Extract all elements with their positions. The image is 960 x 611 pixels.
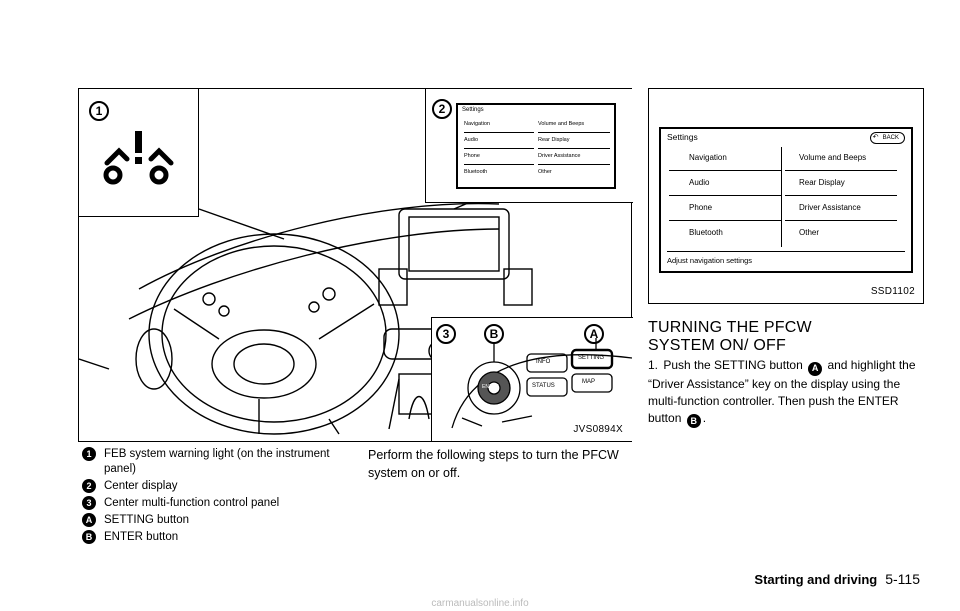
- legend-mark: 2: [82, 479, 96, 493]
- intro-paragraph: Perform the following steps to turn the …: [368, 448, 619, 480]
- callout-2: 2: [432, 99, 452, 119]
- footer-section-title: Starting and driving: [754, 572, 878, 587]
- callout-a-inline: A: [808, 361, 823, 376]
- controller-enter-label: ENTER: [482, 384, 499, 390]
- step-number: 1.: [648, 358, 659, 372]
- inset-screen-title: Settings: [462, 107, 484, 113]
- section-heading: TURNING THE PFCW SYSTEM ON/ OFF: [648, 319, 812, 354]
- inset-controller: 3 B A INFO SETTING STATUS MAP ENTER: [431, 317, 633, 441]
- inset-menu-item: Rear Display: [538, 133, 610, 149]
- callout-b-inline: B: [686, 414, 701, 428]
- figure-code: JVS0894X: [573, 424, 623, 435]
- inset-menu-item: Other: [538, 169, 552, 175]
- legend-text: Center display: [104, 480, 178, 492]
- legend-item: 3 Center multi-function control panel: [82, 496, 330, 511]
- inset-center-display: 2 Settings Navigation Audio Phone Blueto…: [425, 89, 633, 203]
- legend-mark: 1: [82, 447, 96, 461]
- legend-text: FEB system warning light (on the instrum…: [104, 448, 330, 475]
- page-footer: Starting and driving 5-115: [754, 571, 920, 589]
- back-button: ↶ BACK: [869, 132, 905, 144]
- inset-menu-item: Driver Assistance: [538, 149, 610, 165]
- callout-3: 3: [436, 324, 456, 344]
- legend-mark: 3: [82, 496, 96, 510]
- legend-text: SETTING button: [104, 514, 190, 526]
- callout-1: 1: [89, 101, 109, 121]
- legend-item: B ENTER button: [82, 530, 330, 545]
- menu-item-bluetooth: Bluetooth: [689, 228, 723, 237]
- step-text-a: Push the SETTING button: [663, 358, 803, 372]
- feb-warning-icon: [103, 131, 174, 185]
- inset-menu-item: Volume and Beeps: [538, 117, 610, 133]
- controller-setting-label: SETTING: [578, 355, 605, 361]
- menu-item-rear-display: Rear Display: [785, 172, 897, 196]
- legend-item: 1 FEB system warning light (on the instru…: [82, 447, 330, 477]
- legend-mark: A: [82, 513, 96, 527]
- controller-status-label: STATUS: [532, 383, 555, 389]
- inset-menu-item: Bluetooth: [464, 169, 488, 175]
- figure-legend: 1 FEB system warning light (on the instru…: [82, 447, 330, 547]
- step-text-end: .: [702, 410, 707, 425]
- menu-item-volume: Volume and Beeps: [785, 147, 897, 171]
- step-text-b: and highlight the “Driver Assistance” ke…: [648, 358, 916, 425]
- inset-warning-light: 1: [79, 89, 199, 217]
- left-figure: 1 2 Settings Navigation Audio Phone Blue…: [78, 88, 633, 442]
- menu-item-audio: Audio: [669, 172, 781, 196]
- legend-item: 2 Center display: [82, 479, 330, 494]
- settings-right-column: Volume and Beeps Rear Display Driver Ass…: [785, 147, 897, 247]
- step-1: 1. Push the SETTING button A and highlig…: [648, 357, 922, 428]
- menu-item-navigation: Navigation: [669, 147, 781, 171]
- settings-left-column: Navigation Audio Phone Bluetooth: [669, 147, 782, 247]
- inset-menu-item: Audio: [464, 133, 534, 149]
- controller-map-label: MAP: [582, 379, 596, 385]
- settings-screen: Settings ↶ BACK Navigation Audio Phone B…: [659, 127, 913, 273]
- settings-title: Settings: [667, 132, 698, 142]
- settings-status-line: Adjust navigation settings: [667, 251, 905, 265]
- back-label: BACK: [882, 135, 899, 141]
- figure-code: SSD1102: [870, 286, 915, 297]
- inset-menu-item: Phone: [464, 149, 534, 165]
- page-number: 5-115: [885, 571, 920, 587]
- controller-illustration: [451, 338, 632, 429]
- callout-a: A: [584, 324, 604, 344]
- legend-text: Center multi-function control panel: [104, 497, 280, 509]
- menu-item-driver-assistance: Driver Assistance: [785, 197, 897, 221]
- inset-menu-item: Navigation: [464, 117, 534, 133]
- right-figure: Settings ↶ BACK Navigation Audio Phone B…: [648, 88, 924, 304]
- legend-text: ENTER button: [104, 531, 179, 543]
- legend-mark: B: [82, 530, 96, 544]
- watermark: carmanualsonline.info: [431, 598, 529, 609]
- back-arrow-icon: ↶: [872, 134, 879, 141]
- inset-screen: Settings Navigation Audio Phone Bluetoot…: [456, 103, 616, 189]
- legend-item: A SETTING button: [82, 513, 330, 528]
- menu-item-other: Other: [799, 228, 820, 237]
- menu-item-phone: Phone: [669, 197, 781, 221]
- controller-info-label: INFO: [536, 359, 551, 365]
